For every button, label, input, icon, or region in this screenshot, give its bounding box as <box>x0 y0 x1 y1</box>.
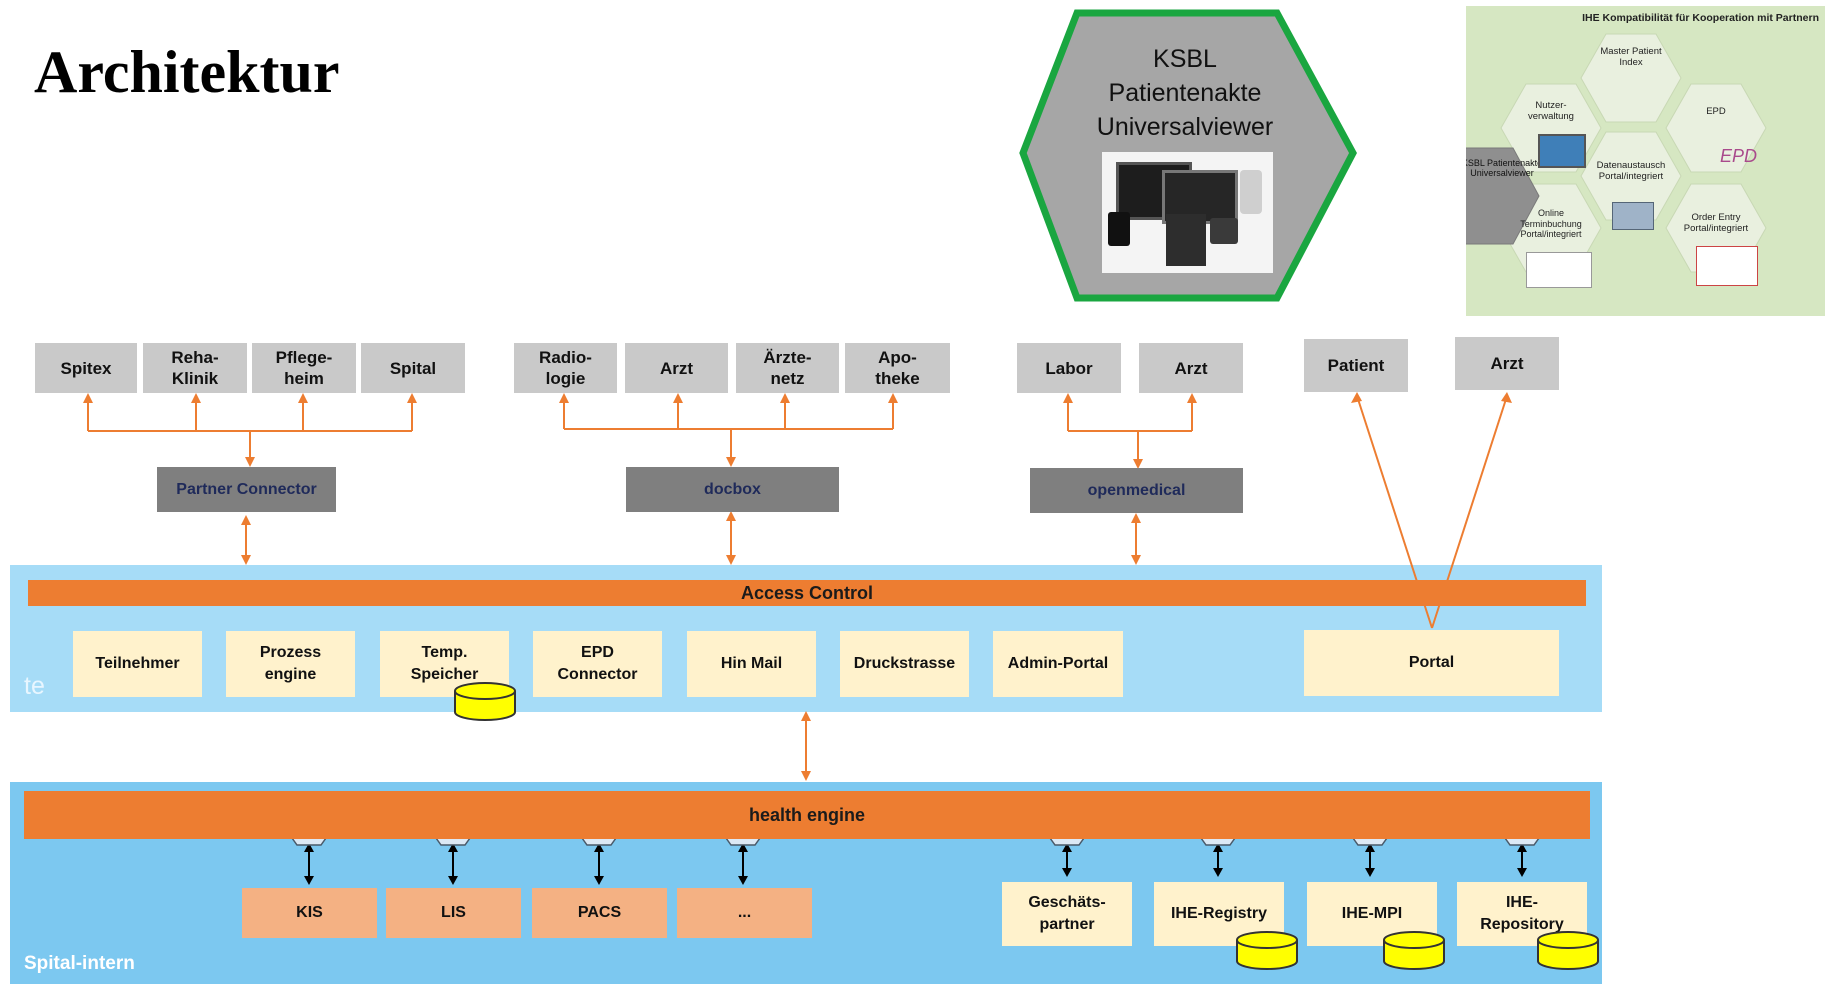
ihe-cell-mpi: Master Patient Index <box>1600 46 1662 68</box>
portal-target-patient: Patient <box>1304 339 1408 392</box>
partner-box-labor: Labor <box>1017 343 1121 393</box>
docbox-connector: docbox <box>626 467 839 512</box>
partner-box-arzt-docbox: Arzt <box>625 343 728 393</box>
ihe-epd-logo: EPD <box>1720 146 1758 166</box>
system-ihe-registry: IHE-Registry <box>1154 882 1284 946</box>
system-pacs: PACS <box>532 888 667 938</box>
partner-box-arzt-openmedical: Arzt <box>1139 343 1243 393</box>
partner-box-spitex: Spitex <box>35 343 137 393</box>
partner-connector: Partner Connector <box>157 467 336 512</box>
openmedical-connector: openmedical <box>1030 468 1243 513</box>
health-engine-bar: health engine <box>24 791 1590 839</box>
ihe-cell-termin: Online Terminbuchung Portal/integriert <box>1520 208 1582 239</box>
partner-box-aerztenetz: Ärzte- netz <box>736 343 839 393</box>
hexagon-line-1: KSBL <box>1153 45 1217 73</box>
module-hin-mail: Hin Mail <box>687 631 816 697</box>
viewer-devices-image <box>1102 152 1273 273</box>
orange-arrowheads <box>83 392 1512 781</box>
partner-box-reha-klinik: Reha- Klinik <box>143 343 247 393</box>
ihe-panel-title: IHE Kompatibilität für Kooperation mit P… <box>1582 12 1819 24</box>
laptop-icon <box>1538 134 1586 168</box>
portal-target-arzt: Arzt <box>1455 337 1559 390</box>
partner-box-apotheke: Apo- theke <box>845 343 950 393</box>
module-epd-connector: EPD Connector <box>533 631 662 697</box>
partner-box-pflegeheim: Pflege- heim <box>252 343 356 393</box>
ihe-panel: IHE Kompatibilität für Kooperation mit P… <box>1466 6 1825 316</box>
intern-layer-label: Spital-intern <box>24 953 135 974</box>
module-admin-portal: Admin-Portal <box>993 631 1123 697</box>
hexagon-line-2: Patientenakte <box>1108 79 1262 107</box>
ihe-cell-epd: EPD <box>1706 106 1726 117</box>
system-kis: KIS <box>242 888 377 938</box>
data-exchange-icon <box>1612 202 1654 230</box>
system-ihe-repository: IHE- Repository <box>1457 882 1587 946</box>
ihe-center-label: KSBL Patientenakte Universalviewer <box>1466 158 1543 178</box>
ihe-cell-datenaustausch: Datenaustausch Portal/integriert <box>1596 160 1666 182</box>
partner-box-spital: Spital <box>361 343 465 393</box>
access-control-bar: Access Control <box>28 580 1586 606</box>
system-more: ... <box>677 888 812 938</box>
ihe-cell-order: Order Entry Portal/integriert <box>1683 212 1749 234</box>
access-layer-side-label: te <box>24 672 45 700</box>
module-temp-speicher: Temp. Speicher <box>380 631 509 697</box>
calendar-icon <box>1526 252 1592 288</box>
page-title: Architektur <box>34 39 340 105</box>
hexagon-line-3: Universalviewer <box>1096 113 1274 141</box>
module-druckstrasse: Druckstrasse <box>840 631 969 697</box>
system-lis: LIS <box>386 888 521 938</box>
module-teilnehmer: Teilnehmer <box>73 631 202 697</box>
hexagon-label: KSBL Patientenakte Universalviewer <box>1060 42 1310 144</box>
system-ihe-mpi: IHE-MPI <box>1307 882 1437 946</box>
partner-box-radiologie: Radio- logie <box>514 343 617 393</box>
ihe-cell-nutzer: Nutzer-verwaltung <box>1528 100 1574 122</box>
order-form-icon <box>1696 246 1758 286</box>
system-geschaetspartner: Geschäts- partner <box>1002 882 1132 946</box>
module-portal: Portal <box>1304 630 1559 696</box>
module-prozess-engine: Prozess engine <box>226 631 355 697</box>
